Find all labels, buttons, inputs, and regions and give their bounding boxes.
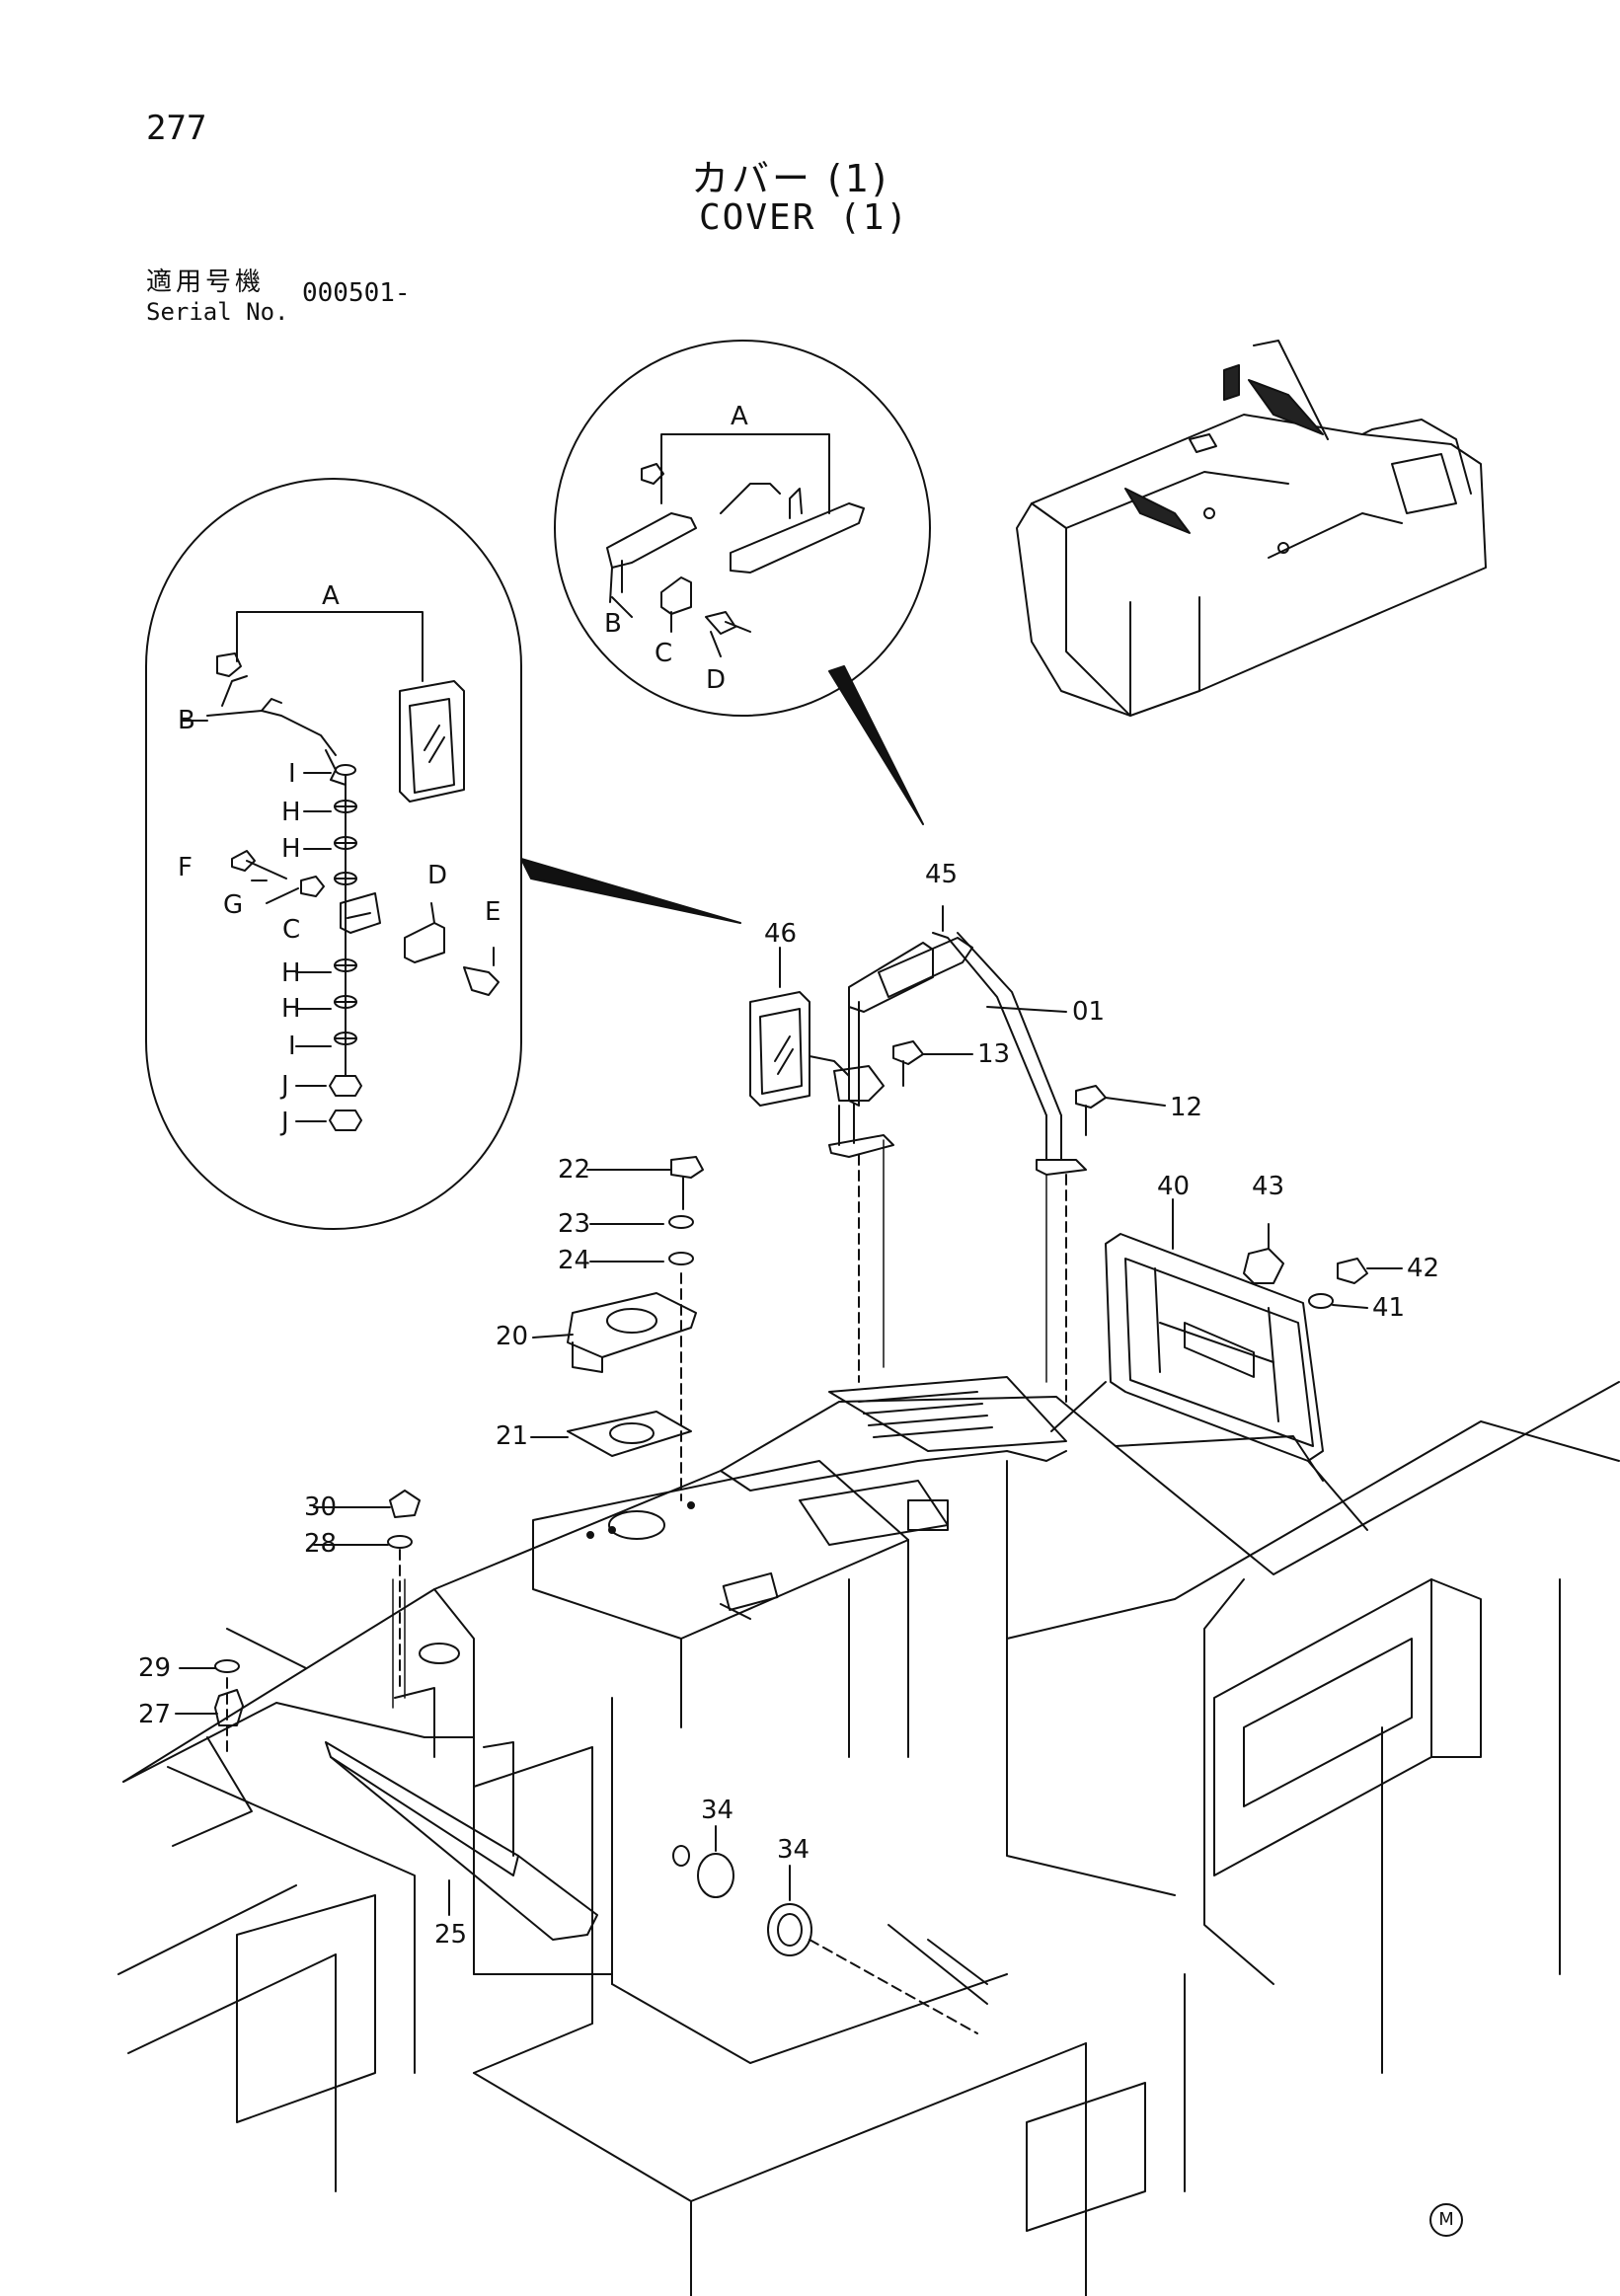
mirror-handrail-assembly [749, 905, 1166, 1403]
mirror-label-h3: H [281, 958, 301, 988]
mirror-label-i2: I [288, 1032, 296, 1061]
mirror-label-i1: I [288, 759, 296, 789]
callout-22: 22 [558, 1155, 590, 1185]
callout-23: 23 [558, 1209, 590, 1239]
callout-34-upper: 34 [701, 1796, 733, 1825]
callout-45: 45 [925, 860, 958, 889]
machine-overview-thumbnail [1016, 340, 1487, 717]
mirror-label-b: B [178, 706, 195, 735]
mirror-label-j1: J [279, 1071, 289, 1101]
machine-body [117, 1376, 1620, 2296]
step-label-a: A [731, 402, 748, 431]
manufacturer-mark: M [1429, 2203, 1463, 2237]
callout-13: 13 [977, 1039, 1010, 1069]
callout-21: 21 [496, 1421, 528, 1451]
page-title-japanese: カバー (1) [691, 157, 889, 200]
callout-46: 46 [764, 919, 797, 949]
step-detail-callout [554, 340, 931, 825]
mirror-detail-callout [145, 478, 741, 1230]
mirror-label-f: F [178, 853, 193, 882]
access-panel-group [1050, 1198, 1403, 1531]
mirror-label-j2: J [279, 1108, 289, 1137]
callout-24: 24 [558, 1246, 590, 1275]
callout-42: 42 [1407, 1254, 1439, 1283]
mirror-label-d: D [427, 861, 447, 890]
mirror-label-c: C [282, 915, 300, 945]
mirror-label-a: A [322, 581, 340, 611]
callout-40: 40 [1157, 1172, 1190, 1201]
callout-20: 20 [496, 1322, 528, 1351]
callout-27: 27 [138, 1700, 171, 1729]
step-label-b: B [604, 609, 622, 639]
callout-numbers: 01 12 13 20 21 22 23 24 25 27 28 29 30 3… [138, 860, 1439, 1950]
page-title: COVER (1) [699, 197, 910, 238]
callout-12: 12 [1170, 1093, 1202, 1122]
page-number: 277 [146, 109, 207, 148]
mirror-label-h1: H [281, 798, 301, 827]
callout-25: 25 [434, 1920, 467, 1950]
callout-28: 28 [304, 1529, 337, 1559]
callout-30: 30 [304, 1492, 337, 1522]
mirror-label-h4: H [281, 994, 301, 1024]
step-detail-letters: A B C D [604, 402, 748, 695]
serial-label: Serial No. [146, 298, 289, 326]
mirror-label-e: E [485, 897, 501, 927]
serial-label-japanese: 適用号機 [146, 268, 266, 297]
callout-41: 41 [1372, 1293, 1405, 1323]
mirror-label-h2: H [281, 834, 301, 864]
step-label-c: C [655, 639, 672, 668]
step-label-d: D [706, 665, 726, 695]
callout-01: 01 [1072, 997, 1105, 1027]
callout-29: 29 [138, 1653, 171, 1683]
callout-43: 43 [1252, 1172, 1284, 1201]
mirror-label-g: G [223, 890, 243, 920]
mount-parts-group [530, 1156, 704, 1501]
serial-number-value: 000501- [302, 278, 411, 308]
callout-34-lower: 34 [777, 1835, 810, 1865]
mirror-detail-letters: A B C D E F G H H H H I I J J [178, 581, 501, 1137]
